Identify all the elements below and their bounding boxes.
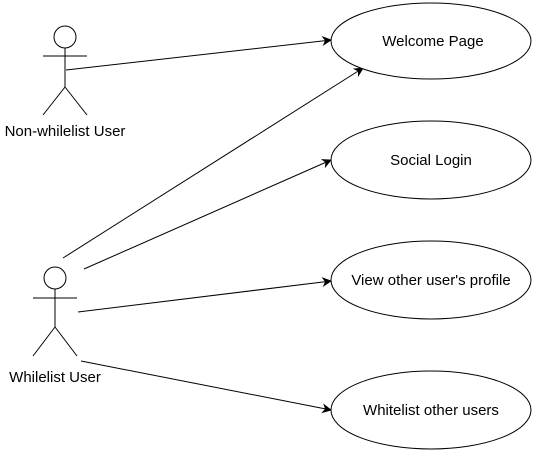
stick-figure-icon xyxy=(42,25,88,116)
use-case-whitelist-users[interactable]: Whitelist other users xyxy=(330,370,532,450)
use-case-label-view-profile: View other user's profile xyxy=(351,272,510,289)
use-case-ellipse xyxy=(330,370,532,450)
association-whitelist-to-whitelist-users[interactable] xyxy=(80,360,332,414)
actor-non-whitelist-user[interactable]: Non-whilelist User xyxy=(5,25,126,140)
use-case-label-whitelist-users: Whitelist other users xyxy=(363,402,499,419)
use-case-ellipse xyxy=(330,240,532,320)
use-case-social-login[interactable]: Social Login xyxy=(330,120,532,200)
use-case-label-welcome: Welcome Page xyxy=(382,33,483,50)
use-case-ellipse xyxy=(330,120,532,200)
actor-whitelist-user[interactable]: Whilelist User xyxy=(9,266,101,386)
associations xyxy=(62,36,364,414)
actor-label-non-whitelist: Non-whilelist User xyxy=(5,123,126,140)
use-case-label-social-login: Social Login xyxy=(390,152,472,169)
association-whitelist-to-social-login[interactable] xyxy=(83,159,332,270)
stick-figure-icon xyxy=(32,266,78,357)
use-case-ellipse xyxy=(330,2,532,80)
association-non-whitelist-to-welcome[interactable] xyxy=(65,36,332,71)
use-case-view-profile[interactable]: View other user's profile xyxy=(330,240,532,320)
use-case-welcome-page[interactable]: Welcome Page xyxy=(330,2,532,80)
association-whitelist-to-view-profile[interactable] xyxy=(77,277,332,313)
actor-label-whitelist: Whilelist User xyxy=(9,369,101,386)
association-whitelist-to-welcome[interactable] xyxy=(62,67,364,259)
